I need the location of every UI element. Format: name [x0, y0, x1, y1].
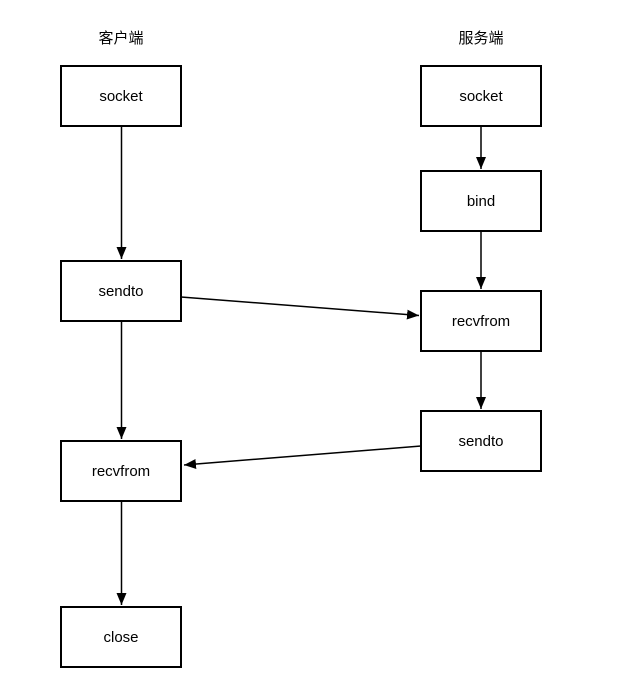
- node-client-recvfrom-box: [60, 440, 182, 502]
- node-client-close-label: close: [103, 629, 138, 646]
- client-column-label: 客户端: [98, 30, 143, 47]
- node-server-socket-box: [420, 65, 542, 127]
- node-server-sendto-box: [420, 410, 542, 472]
- node-client-sendto-box: [60, 260, 182, 322]
- node-server-socket: socket: [420, 65, 542, 127]
- node-server-bind-label: bind: [467, 193, 495, 210]
- node-client-recvfrom: recvfrom: [60, 440, 182, 502]
- node-server-bind: bind: [420, 170, 542, 232]
- node-client-socket-box: [60, 65, 182, 127]
- server-column-label: 服务端: [458, 30, 503, 47]
- node-server-recvfrom-box: [420, 290, 542, 352]
- node-client-recvfrom-label: recvfrom: [92, 463, 150, 480]
- node-client-close: close: [60, 606, 182, 668]
- node-client-socket: socket: [60, 65, 182, 127]
- node-server-recvfrom-label: recvfrom: [452, 313, 510, 330]
- node-server-sendto: sendto: [420, 410, 542, 472]
- node-server-socket-label: socket: [459, 88, 503, 105]
- node-client-close-box: [60, 606, 182, 668]
- node-client-sendto: sendto: [60, 260, 182, 322]
- edge-server-sendto-to-client-recvfrom: [183, 445, 422, 470]
- node-client-sendto-label: sendto: [98, 283, 143, 300]
- node-server-sendto-label: sendto: [458, 433, 503, 450]
- node-client-socket-label: socket: [99, 88, 143, 105]
- node-server-recvfrom: recvfrom: [420, 290, 542, 352]
- node-server-bind-box: [420, 170, 542, 232]
- edge-client-sendto-to-server-recvfrom: [180, 296, 420, 320]
